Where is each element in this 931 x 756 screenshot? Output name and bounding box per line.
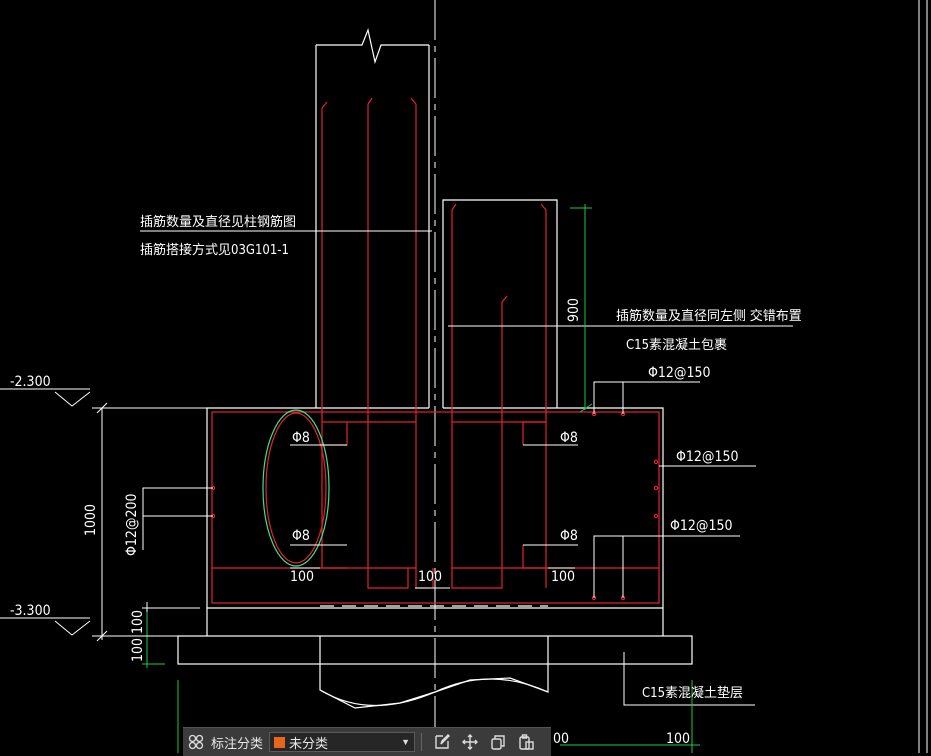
rebar-left-label: Φ12@200: [124, 493, 140, 556]
phi8-top-left: Φ8: [292, 430, 310, 446]
elevation-dimensions: [0, 388, 208, 642]
toolbar-divider: [421, 733, 423, 751]
move-icon[interactable]: [456, 729, 484, 755]
dim-100-cover-right: 100: [551, 569, 575, 585]
c15-wrap-note: C15素混凝土包裹: [626, 337, 727, 353]
category-label: 标注分类: [211, 735, 264, 751]
elevation-bottom: -3.300: [10, 603, 51, 619]
dimension-lines: [142, 204, 700, 753]
annotation-toolbar: 标注分类 未分类 ▼: [183, 727, 551, 756]
c15-cushion-note: C15素混凝土垫层: [642, 685, 743, 701]
phi8-top-right: Φ8: [560, 430, 578, 446]
dowel-note-right: 插筋数量及直径同左侧 交错布置: [616, 308, 802, 324]
dim-100-left-a: 100: [130, 610, 146, 634]
category-dropdown[interactable]: 未分类 ▼: [269, 732, 416, 752]
paste-icon[interactable]: [512, 729, 540, 755]
category-color-swatch: [274, 736, 286, 748]
grid-icon[interactable]: [183, 729, 209, 755]
dowel-note-1: 插筋数量及直径见柱钢筋图: [140, 214, 296, 230]
category-value: 未分类: [289, 735, 329, 751]
rebar-top-label: Φ12@150: [648, 365, 711, 381]
rebar-right-upper-label: Φ12@150: [676, 449, 739, 465]
dim-900: 900: [566, 298, 582, 322]
highlight-ellipse: [262, 409, 330, 567]
dim-100-cover-mid: 100: [418, 569, 442, 585]
dim-100-bottom: 100: [666, 731, 690, 747]
elevation-top: -2.300: [10, 374, 51, 390]
copy-icon[interactable]: [484, 729, 512, 755]
edit-icon[interactable]: [428, 729, 456, 755]
phi8-bottom-left: Φ8: [292, 528, 310, 544]
chevron-down-icon: ▼: [401, 737, 411, 747]
dim-100-cover-left: 100: [290, 569, 314, 585]
dim-1000: 1000: [83, 504, 99, 536]
rebar-right-lower-label: Φ12@150: [670, 518, 733, 534]
dowel-note-2: 插筋搭接方式见03G101-1: [140, 242, 289, 258]
left-column: [315, 27, 430, 408]
cushion-layer: [177, 605, 693, 709]
dim-100-left-b: 100: [130, 638, 146, 662]
leader-lines: [140, 230, 793, 706]
right-pedestal: [442, 199, 558, 408]
phi8-bottom-right: Φ8: [560, 528, 578, 544]
dim-100-bottom-clipped: 00: [553, 731, 569, 747]
